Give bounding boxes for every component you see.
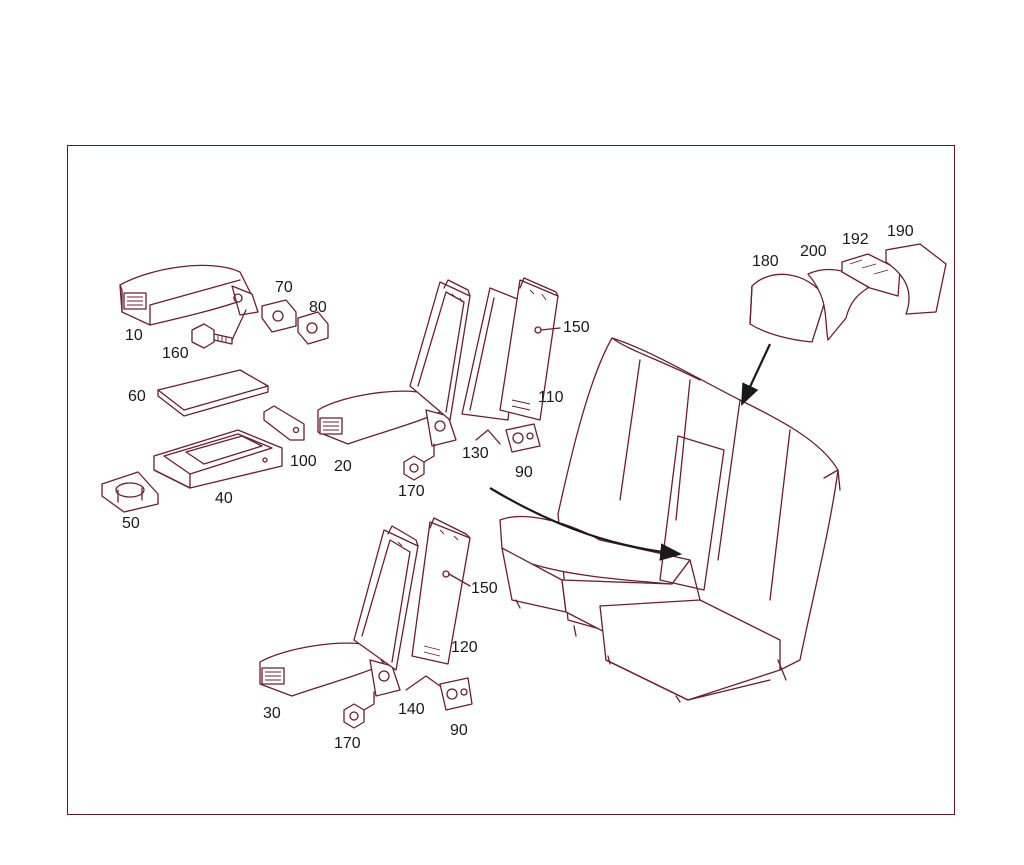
label-170-lower: 170 xyxy=(334,735,361,752)
label-160: 160 xyxy=(162,345,189,362)
part-140-bracket xyxy=(405,675,441,691)
part-70-bracket xyxy=(261,299,297,333)
part-110-bracket xyxy=(499,277,561,421)
part-90-plate-lower xyxy=(439,677,473,711)
label-100: 100 xyxy=(290,453,317,470)
label-150-lower: 150 xyxy=(471,580,498,597)
arrow-headrest-to-seat xyxy=(741,343,771,406)
part-120-bracket xyxy=(411,517,471,665)
label-130: 130 xyxy=(462,445,489,462)
label-70: 70 xyxy=(275,279,293,296)
label-170-upper: 170 xyxy=(398,483,425,500)
label-110: 110 xyxy=(538,389,564,406)
label-80: 80 xyxy=(309,299,327,316)
part-50-cupholder xyxy=(101,471,159,513)
part-40-tray xyxy=(153,429,283,489)
part-90-plate-upper xyxy=(505,423,541,453)
label-150-upper: 150 xyxy=(563,319,590,336)
label-10: 10 xyxy=(125,327,143,344)
label-190: 190 xyxy=(887,223,914,240)
part-192-trim xyxy=(841,253,901,297)
part-30-armrest-hinge xyxy=(259,525,419,697)
part-100-clip xyxy=(263,405,305,441)
rear-seat xyxy=(499,337,841,703)
part-10-armrest xyxy=(119,264,259,326)
label-120: 120 xyxy=(451,639,478,656)
part-160-bolt xyxy=(191,309,247,349)
label-20: 20 xyxy=(334,458,352,475)
diagram-frame xyxy=(67,145,955,815)
label-90-lower: 90 xyxy=(450,722,468,739)
label-140: 140 xyxy=(398,701,425,718)
label-192: 192 xyxy=(842,231,869,248)
label-180: 180 xyxy=(752,253,779,270)
part-80-bracket xyxy=(297,311,329,345)
part-170-nut-lower xyxy=(343,691,375,729)
label-90-upper: 90 xyxy=(515,464,533,481)
label-30: 30 xyxy=(263,705,281,722)
part-180-headrest xyxy=(749,273,827,343)
label-50: 50 xyxy=(122,515,140,532)
part-170-nut-upper xyxy=(403,443,435,481)
label-200: 200 xyxy=(800,243,827,260)
label-60: 60 xyxy=(128,388,146,405)
arrow-armrest-to-seat xyxy=(489,487,683,561)
label-40: 40 xyxy=(215,490,233,507)
part-20-armrest-hinge xyxy=(317,279,471,447)
part-60-pad xyxy=(157,369,269,417)
part-190-panel xyxy=(885,243,947,315)
